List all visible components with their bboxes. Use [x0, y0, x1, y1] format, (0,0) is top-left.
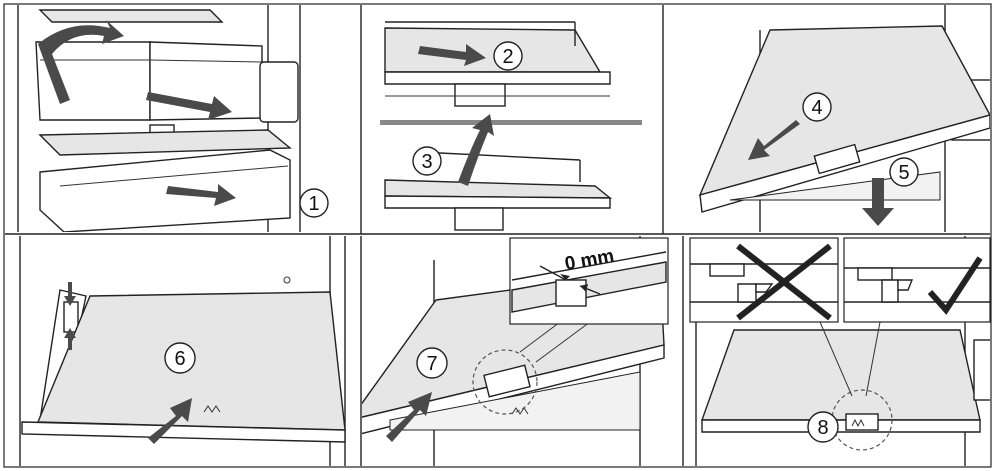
- step-2-badge: [493, 41, 523, 71]
- panel-1: 1: [17, 5, 329, 232]
- step-3-badge: [412, 146, 442, 176]
- step-5-number: 5: [898, 162, 909, 184]
- arrow-up-right-icon: [148, 398, 192, 444]
- separator-bar: [380, 120, 642, 125]
- arrow-up-icon: [458, 114, 494, 186]
- arrow-right-icon: [418, 44, 486, 66]
- panel-7: 0 mm 7: [362, 236, 669, 466]
- panel-8: 8: [689, 236, 991, 466]
- step-8-badge: [807, 411, 839, 443]
- arrow-right-icon: [166, 184, 236, 206]
- panel-6: 6: [19, 236, 346, 466]
- step-5-badge: [889, 157, 919, 187]
- arrow-down-left-icon: [748, 120, 800, 160]
- step-6-number: 6: [174, 348, 185, 370]
- outer-frame: [3, 3, 992, 468]
- arrow-right-icon: [146, 92, 232, 120]
- step-4-number: 4: [811, 97, 822, 119]
- step-4-badge: [802, 92, 832, 122]
- step-1-number: 1: [308, 193, 319, 215]
- wrong-inset: [689, 237, 839, 323]
- detail-circle: [472, 349, 538, 415]
- panel-2-3: 2 3: [380, 21, 642, 231]
- step-7-number: 7: [426, 353, 437, 375]
- arrow-down-icon: [862, 178, 894, 226]
- cross-icon: [736, 243, 832, 321]
- step-7-badge: [416, 347, 448, 379]
- arrow-up-right-icon: [386, 392, 432, 442]
- step-8-number: 8: [817, 417, 828, 439]
- checkmark-icon: [927, 256, 983, 315]
- step-6-badge: [164, 342, 196, 374]
- step-3-number: 3: [421, 151, 432, 173]
- panel-4-5: 4 5: [698, 5, 990, 232]
- step-1-badge: [299, 188, 329, 218]
- step-2-number: 2: [502, 46, 513, 68]
- curved-arrow-icon: [38, 20, 124, 104]
